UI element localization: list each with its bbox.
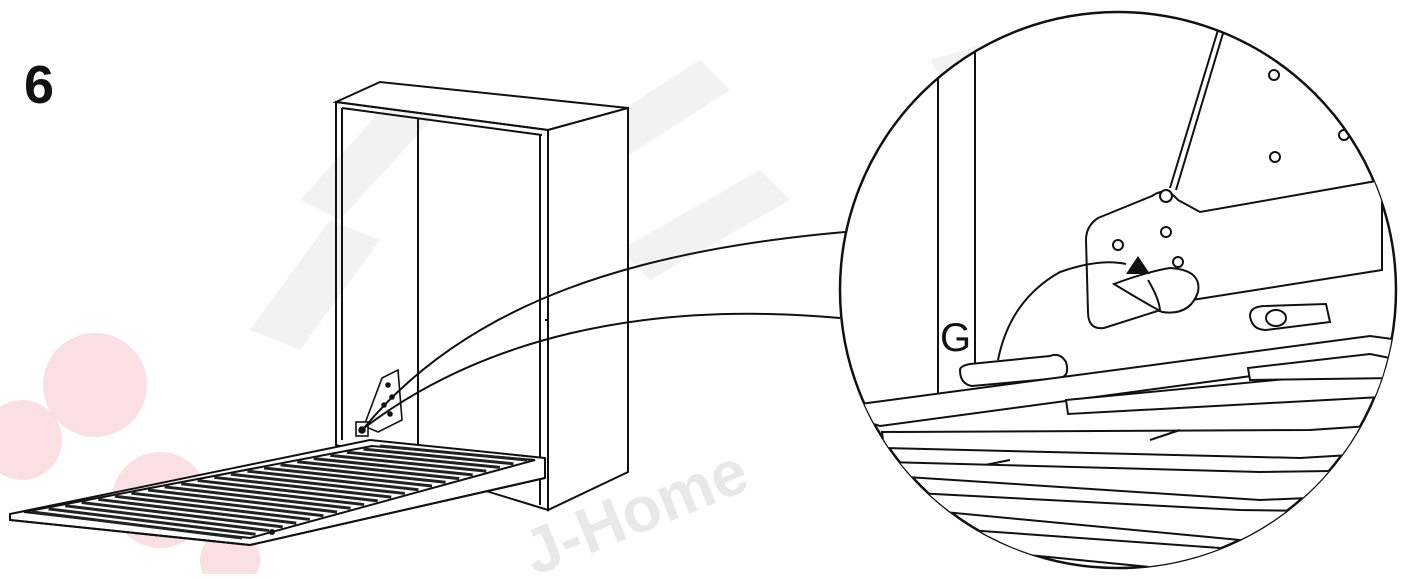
bed-slat — [64, 504, 270, 533]
step-number: 6 — [24, 55, 55, 115]
bed-slat — [363, 447, 514, 466]
bed-slat — [214, 475, 392, 499]
bed-slat — [280, 463, 446, 484]
watermark-dot-1 — [43, 333, 147, 437]
bed-slat — [379, 444, 528, 462]
latch-hook — [1111, 266, 1200, 314]
bed-frame — [9, 438, 546, 547]
zoom-connector — [363, 231, 846, 429]
zoom-detail — [838, 10, 1398, 570]
bed-slat — [346, 450, 501, 469]
bed-slat — [230, 472, 406, 495]
bed-slat — [48, 507, 256, 536]
bed-slat — [180, 482, 365, 507]
bed-slat — [313, 457, 473, 477]
bed-slat — [98, 497, 297, 525]
bed-slat — [131, 491, 324, 518]
bed-slat — [263, 466, 433, 488]
bed-slat — [296, 460, 460, 481]
hinge-bracket — [355, 368, 403, 437]
bed-slat — [114, 494, 311, 521]
arrow-up-icon — [1126, 256, 1150, 274]
bed-slats — [31, 444, 528, 540]
callout-letter-g: G — [940, 316, 972, 360]
bed-slat — [197, 479, 378, 503]
bed-slat — [330, 453, 487, 473]
bed-slat — [147, 488, 338, 514]
cabinet — [332, 80, 629, 512]
bed-slat — [81, 501, 283, 529]
bed-slat — [164, 485, 351, 510]
watermark-dot-2 — [0, 400, 62, 480]
cabinet-side — [547, 106, 629, 512]
bed-slat — [247, 469, 419, 492]
bed-slat — [31, 510, 243, 540]
